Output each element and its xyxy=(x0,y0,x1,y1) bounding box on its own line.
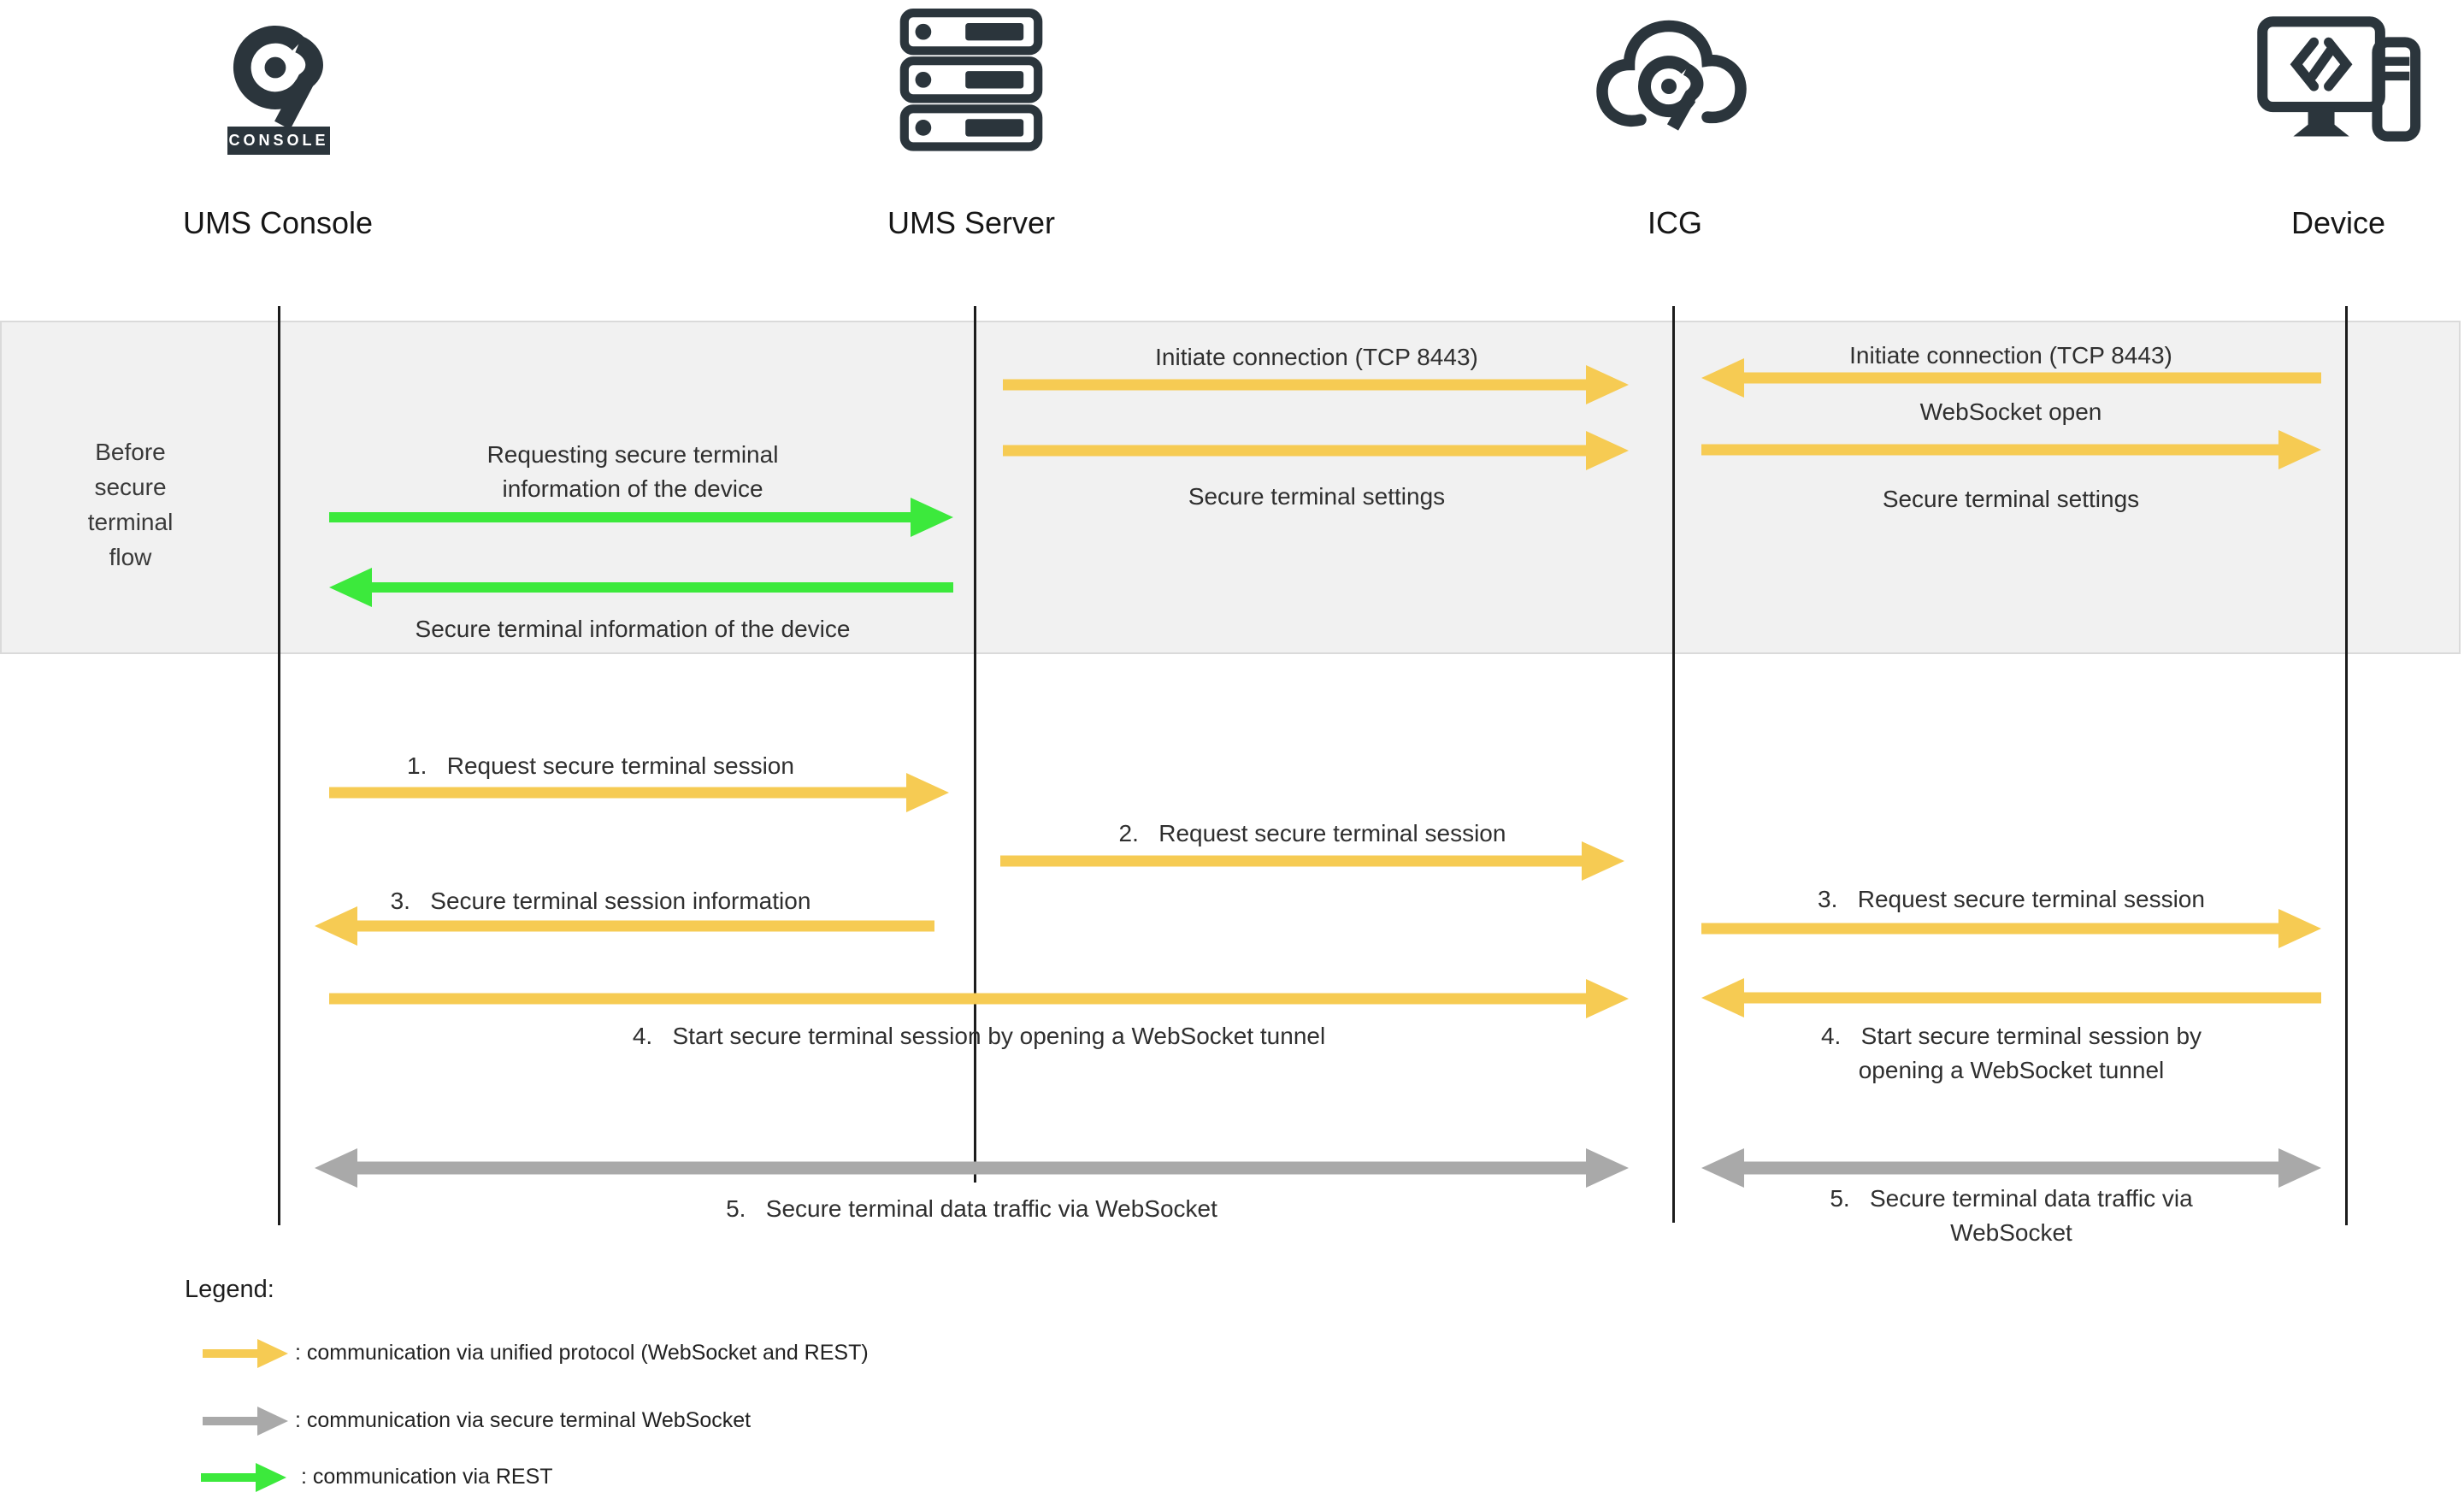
arrow-step5-data-traffic-device xyxy=(1701,1147,2321,1189)
arrow-step4-start-session-device xyxy=(1701,977,2321,1018)
console-badge: CONSOLE xyxy=(227,127,330,155)
arrow-step3-session-info xyxy=(315,905,934,947)
legend-title: Legend: xyxy=(185,1276,274,1303)
before-flow-label: Before secure terminal flow xyxy=(87,439,174,570)
lifeline-device xyxy=(2345,306,2348,1225)
msg-step3-device: 3. Request secure terminal session xyxy=(1818,886,2205,912)
legend-item-unified-protocol: : communication via unified protocol (We… xyxy=(295,1341,869,1365)
arrow-initiate-connection-ums xyxy=(1003,364,1629,405)
arrow-secure-terminal-info-return xyxy=(329,567,953,608)
msg-secure-terminal-settings-ums: Secure terminal settings xyxy=(1188,483,1446,510)
msg-step4-device: 4. Start secure terminal session by open… xyxy=(1820,1023,2202,1083)
cloud-icg-icon xyxy=(1592,9,1759,158)
msg-step4-long: 4. Start secure terminal session by open… xyxy=(632,1023,1326,1049)
msg-requesting-secure-terminal-info: Requesting secure terminal information o… xyxy=(486,441,779,502)
entity-label-ums-server: UMS Server xyxy=(887,205,1056,240)
arrow-step1-request-session xyxy=(329,772,949,813)
legend-item-rest: : communication via REST xyxy=(301,1465,553,1489)
legend-yellow-arrow-icon xyxy=(203,1339,288,1368)
msg-initiate-connection-ums: Initiate connection (TCP 8443) xyxy=(1155,344,1478,370)
entity-label-ums-console: UMS Console xyxy=(182,205,374,240)
server-stack-icon xyxy=(894,9,1048,154)
msg-initiate-connection-device: Initiate connection (TCP 8443) xyxy=(1849,342,2172,369)
arrow-step5-data-traffic-long xyxy=(315,1147,1629,1189)
msg-step3-console: 3. Secure terminal session information xyxy=(390,888,811,914)
arrow-secure-terminal-settings-ums xyxy=(1003,430,1629,471)
msg-websocket-open: WebSocket open xyxy=(1919,398,2102,425)
entity-label-icg: ICG xyxy=(1647,205,1702,240)
msg-step5-device: 5. Secure terminal data traffic via WebS… xyxy=(1830,1185,2193,1246)
lifeline-ums-server xyxy=(974,306,976,1183)
arrow-step4-start-session-long xyxy=(329,978,1629,1019)
msg-secure-terminal-settings-device: Secure terminal settings xyxy=(1882,486,2140,512)
arrow-requesting-secure-terminal-info xyxy=(329,497,953,538)
legend-green-arrow-icon xyxy=(201,1463,286,1492)
msg-step2: 2. Request secure terminal session xyxy=(1118,820,1506,846)
device-icon xyxy=(2257,13,2428,162)
lifeline-icg xyxy=(1672,306,1675,1223)
lifeline-ums-console xyxy=(278,306,280,1225)
ums-console-icon: CONSOLE xyxy=(201,7,363,161)
arrow-step3-request-session-device xyxy=(1701,908,2321,949)
msg-step5-long: 5. Secure terminal data traffic via WebS… xyxy=(726,1195,1217,1222)
msg-secure-terminal-info-return: Secure terminal information of the devic… xyxy=(415,616,851,642)
arrow-step2-request-session xyxy=(1000,841,1624,882)
legend-gray-arrow-icon xyxy=(203,1407,288,1436)
arrow-websocket-open xyxy=(1701,429,2321,470)
legend-item-secure-terminal-websocket: : communication via secure terminal WebS… xyxy=(295,1408,752,1432)
msg-step1: 1. Request secure terminal session xyxy=(407,752,794,779)
entity-label-device: Device xyxy=(2290,205,2386,240)
arrow-initiate-connection-device xyxy=(1701,357,2321,398)
